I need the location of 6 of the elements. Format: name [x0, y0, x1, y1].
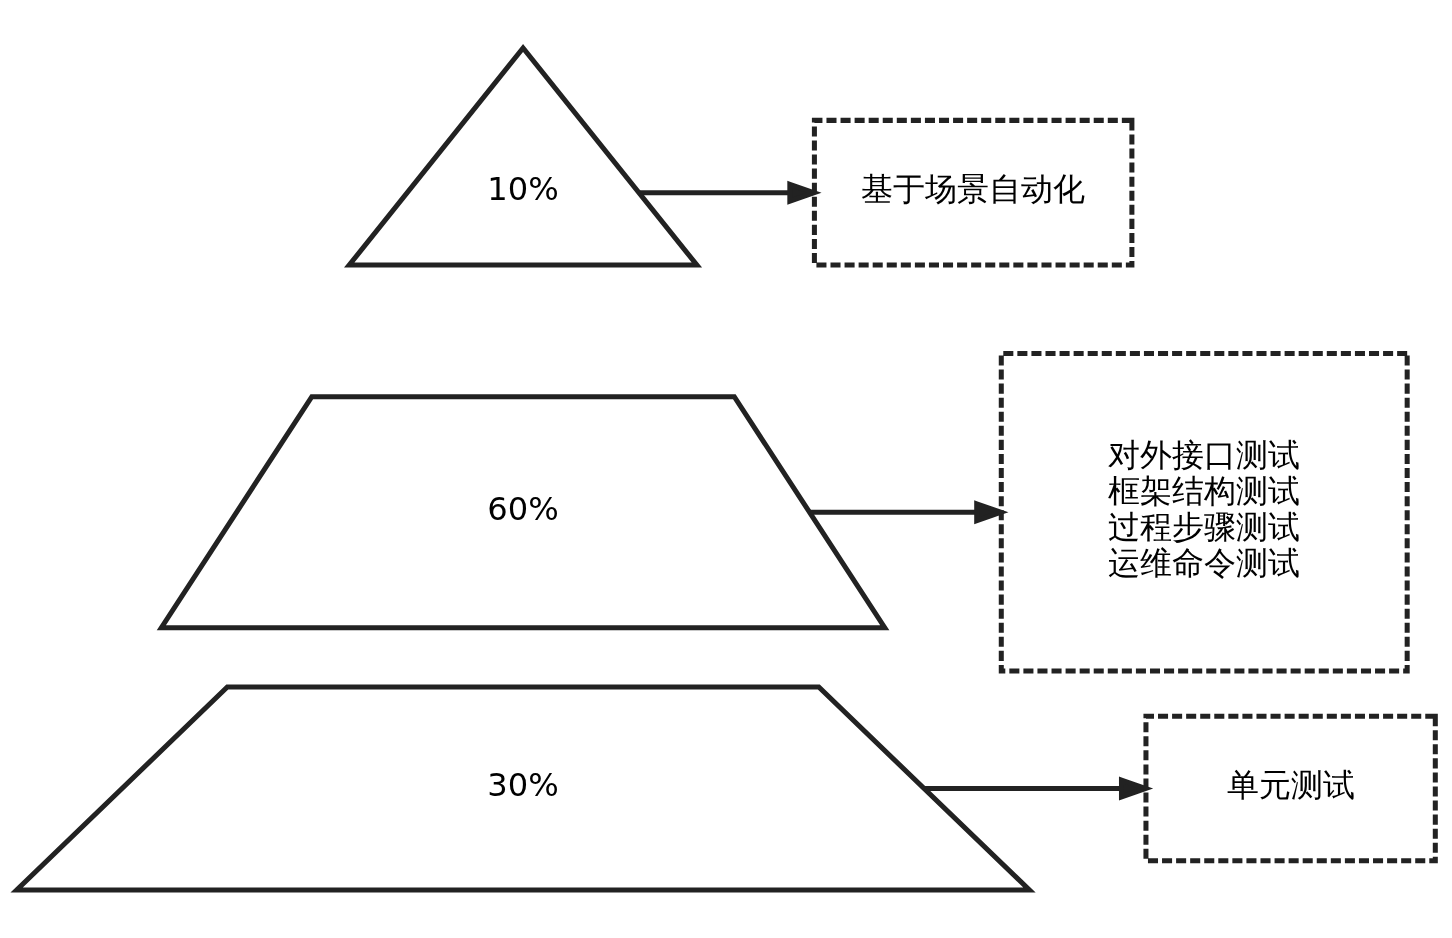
arrow — [924, 776, 1154, 801]
node-box: 基于场景自动化 — [811, 117, 1135, 268]
arrow — [809, 500, 1009, 525]
arrow — [639, 180, 822, 205]
node-box: 对外接口测试 框架结构测试 过程步骤测试 运维命令测试 — [998, 350, 1410, 674]
node-box: 单元测试 — [1143, 713, 1438, 864]
